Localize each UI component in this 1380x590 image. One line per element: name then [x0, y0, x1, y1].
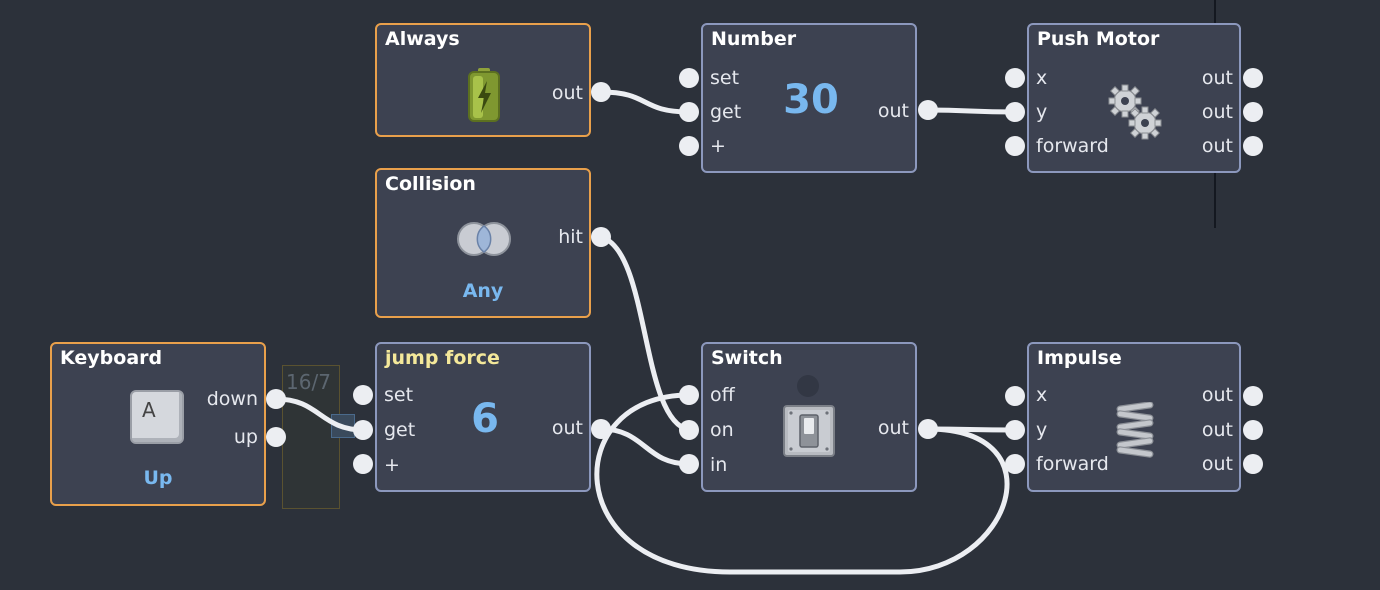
input-port-set[interactable]	[679, 68, 699, 88]
output-port-out[interactable]	[1243, 102, 1263, 122]
node-collision[interactable]: Collision hit Any	[375, 168, 591, 318]
node-switch[interactable]: Switch off on in out	[701, 342, 917, 492]
input-port-set[interactable]	[353, 385, 373, 405]
port-label-out: out	[551, 417, 583, 439]
wire-jumpforce-to-switch-in	[598, 426, 692, 467]
input-port-get[interactable]	[679, 102, 699, 122]
port-label-out: out	[1201, 101, 1233, 123]
port-label-out: out	[551, 82, 583, 104]
wire-always-to-number	[598, 89, 692, 115]
output-port-up[interactable]	[266, 427, 286, 447]
collision-mode-label[interactable]: Any	[462, 280, 504, 302]
node-jump-force[interactable]: jump force set get + 6 out	[375, 342, 591, 492]
input-port-x[interactable]	[1005, 68, 1025, 88]
output-port-out[interactable]	[918, 419, 938, 439]
port-label-out: out	[1201, 384, 1233, 406]
wire-switch-to-impulse	[925, 426, 1018, 433]
input-port-get[interactable]	[353, 420, 373, 440]
port-label-out: out	[1201, 419, 1233, 441]
output-port-out[interactable]	[591, 419, 611, 439]
node-impulse[interactable]: Impulse x y forward out out out	[1027, 342, 1241, 492]
ghost-handle	[331, 414, 355, 438]
node-push-motor[interactable]: Push Motor x y forward	[1027, 23, 1241, 173]
port-label-get: get	[384, 419, 416, 441]
node-keyboard[interactable]: Keyboard A down up Up	[50, 342, 266, 506]
output-port-down[interactable]	[266, 389, 286, 409]
port-label-out: out	[1201, 67, 1233, 89]
output-port-out[interactable]	[1243, 386, 1263, 406]
port-label-get: get	[710, 101, 742, 123]
port-label-out: out	[1201, 453, 1233, 475]
port-label-plus: +	[384, 454, 400, 476]
keyboard-mode-label[interactable]: Up	[143, 467, 173, 489]
input-port-x[interactable]	[1005, 386, 1025, 406]
input-port-y[interactable]	[1005, 102, 1025, 122]
port-label-up: up	[233, 426, 258, 448]
port-label-plus: +	[710, 135, 726, 157]
node-title: Always	[385, 28, 460, 50]
status-indicator	[797, 375, 819, 397]
port-label-hit: hit	[558, 226, 583, 248]
key-label: A	[142, 398, 156, 422]
jump-force-value[interactable]: 6	[471, 396, 499, 442]
port-label-off: off	[710, 384, 735, 406]
port-label-in: in	[710, 454, 728, 476]
port-label-set: set	[384, 384, 414, 406]
wire-number-to-pushmotor	[925, 107, 1018, 115]
port-label-forward: forward	[1036, 135, 1109, 157]
battery-icon	[468, 68, 500, 122]
key-a-icon: A	[130, 390, 184, 444]
node-title: Number	[711, 28, 797, 50]
node-title: Keyboard	[60, 347, 163, 369]
output-port-out[interactable]	[1243, 68, 1263, 88]
ghost-label: 16/7	[286, 370, 331, 394]
node-title: Switch	[711, 347, 783, 369]
toggle-switch-icon	[783, 405, 835, 457]
ghost-drag-placeholder: 16/7	[282, 365, 355, 509]
node-title: Push Motor	[1037, 28, 1160, 50]
number-value[interactable]: 30	[783, 77, 839, 123]
port-label-out: out	[877, 100, 909, 122]
port-label-on: on	[710, 419, 734, 441]
spring-icon	[1116, 402, 1154, 458]
wire-collision-to-switch-on	[598, 234, 692, 433]
output-port-out[interactable]	[591, 82, 611, 102]
port-label-y: y	[1036, 101, 1048, 123]
node-title: Collision	[385, 173, 476, 195]
input-port-plus[interactable]	[679, 136, 699, 156]
port-label-y: y	[1036, 419, 1048, 441]
port-label-x: x	[1036, 384, 1048, 406]
port-label-forward: forward	[1036, 453, 1109, 475]
node-title: Impulse	[1037, 347, 1122, 369]
output-port-out[interactable]	[918, 100, 938, 120]
port-label-x: x	[1036, 67, 1048, 89]
output-port-out[interactable]	[1243, 454, 1263, 474]
output-port-hit[interactable]	[591, 227, 611, 247]
input-port-forward[interactable]	[1005, 136, 1025, 156]
input-port-forward[interactable]	[1005, 454, 1025, 474]
output-port-out[interactable]	[1243, 420, 1263, 440]
port-label-down: down	[206, 388, 258, 410]
node-title: jump force	[385, 347, 500, 369]
port-label-out: out	[1201, 135, 1233, 157]
output-port-out[interactable]	[1243, 136, 1263, 156]
input-port-in[interactable]	[679, 454, 699, 474]
gears-icon	[1108, 84, 1162, 140]
overlapping-circles-icon	[457, 222, 511, 256]
input-port-off[interactable]	[679, 385, 699, 405]
input-port-on[interactable]	[679, 420, 699, 440]
node-number[interactable]: Number set get + 30 out	[701, 23, 917, 173]
port-label-out: out	[877, 417, 909, 439]
input-port-plus[interactable]	[353, 454, 373, 474]
node-always[interactable]: Always out	[375, 23, 591, 137]
input-port-y[interactable]	[1005, 420, 1025, 440]
port-label-set: set	[710, 67, 740, 89]
